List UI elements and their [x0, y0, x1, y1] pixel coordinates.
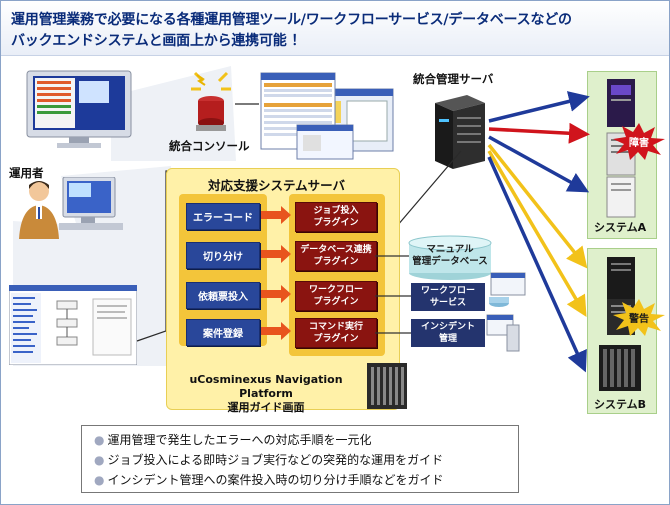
plugin-suffix: プラグイン	[313, 257, 359, 267]
plugin-suffix: プラグイン	[313, 297, 359, 307]
bullet-dot-icon: ●	[94, 453, 105, 467]
fault-badge: 障害	[629, 138, 649, 149]
plugin-arrows	[261, 206, 291, 340]
system-a-label: システムA	[594, 221, 647, 234]
operator-label: 運用者	[9, 166, 44, 180]
database-label-line2: 管理データベース	[412, 256, 488, 267]
item-error-code: エラーコード	[186, 203, 260, 230]
bullet-dot-icon: ●	[94, 433, 105, 447]
plugin-command-exec: コマンド実行 プラグイン	[295, 318, 377, 348]
summary-bullet-2: ●ジョブ投入による即時ジョブ実行などの突発的な運用をガイド	[94, 451, 443, 468]
database-label: マニュアル 管理データベース	[407, 244, 493, 268]
alarm-lamp-icon	[191, 71, 231, 131]
workflow-line1: ワークフロー	[420, 286, 475, 296]
plugin-suffix: プラグイン	[313, 218, 359, 228]
console-label: 統合コンソール	[169, 139, 250, 153]
plugin-database-link: データベース連携 プラグイン	[295, 241, 377, 271]
item-case-registration: 案件登録	[186, 319, 260, 346]
console-monitor-icon	[26, 70, 132, 148]
title-line-1: 運用管理業務で必要になる各種運用管理ツール/ワークフローサービス/データベースな…	[11, 12, 572, 28]
workflow-service-box: ワークフロー サービス	[411, 283, 485, 311]
incident-management-box: インシデント 管理	[411, 319, 485, 347]
item-request-submission: 依頼票投入	[186, 282, 260, 309]
manual-database-icon	[408, 235, 492, 280]
bullet-text: 運用管理で発生したエラーへの対応手順を一元化	[107, 433, 372, 447]
system-a-server-3-icon	[606, 176, 636, 218]
platform-label-line1: uCosminexus Navigation Platform	[189, 373, 343, 400]
guide-screen-thumbnail	[9, 285, 137, 365]
plugin-job-submission: ジョブ投入 プラグイン	[295, 202, 377, 232]
plugin-workflow: ワークフロー プラグイン	[295, 281, 377, 311]
warning-badge: 警告	[629, 314, 649, 325]
summary-bullet-1: ●運用管理で発生したエラーへの対応手順を一元化	[94, 431, 372, 448]
system-b-server-1-icon	[607, 257, 635, 299]
plugin-name: ジョブ投入	[313, 206, 359, 216]
plugin-suffix: プラグイン	[313, 334, 359, 344]
monitoring-screens-icon	[260, 72, 394, 160]
bullet-dot-icon: ●	[94, 473, 105, 487]
server-label: 統合管理サーバ	[413, 72, 494, 86]
bullet-text: インシデント管理への案件投入時の切り分け手順などをガイド	[107, 473, 444, 487]
warning-burst-icon	[613, 299, 665, 336]
backend-connectors	[375, 255, 411, 334]
bullet-text: ジョブ投入による即時ジョブ実行などの突発的な運用をガイド	[107, 453, 444, 467]
support-server-label: 対応支援システムサーバ	[208, 178, 346, 193]
plugin-name: コマンド実行	[308, 322, 363, 332]
summary-box: ●運用管理で発生したエラーへの対応手順を一元化 ●ジョブ投入による即時ジョブ実行…	[81, 425, 519, 493]
incident-server-icon	[486, 314, 520, 352]
incident-line1: インシデント	[420, 322, 475, 332]
workflow-server-icon	[489, 272, 526, 307]
platform-label-line2: 運用ガイド画面	[227, 401, 305, 414]
platform-rack-icon	[367, 363, 407, 409]
system-b-label: システムB	[594, 398, 647, 411]
header-banner: 運用管理業務で必要になる各種運用管理ツール/ワークフローサービス/データベースな…	[1, 1, 669, 56]
system-a-server-1-icon	[607, 79, 635, 127]
incident-line2: 管理	[438, 334, 457, 344]
plugin-name: ワークフロー	[308, 285, 363, 295]
title-line-2: バックエンドシステムと画面上から連携可能 ！	[11, 33, 306, 49]
platform-label: uCosminexus Navigation Platform 運用ガイド画面	[171, 373, 361, 415]
server-tower-icon	[435, 95, 485, 169]
summary-bullet-3: ●インシデント管理への案件投入時の切り分け手順などをガイド	[94, 471, 444, 488]
system-b-rack-icon	[599, 345, 641, 391]
plugin-name: データベース連携	[300, 245, 372, 255]
operator-at-pc-icon	[19, 177, 123, 239]
database-label-line1: マニュアル	[426, 244, 474, 255]
workflow-line2: サービス	[429, 298, 466, 308]
item-isolation: 切り分け	[186, 242, 260, 269]
fault-burst-icon	[613, 123, 665, 160]
